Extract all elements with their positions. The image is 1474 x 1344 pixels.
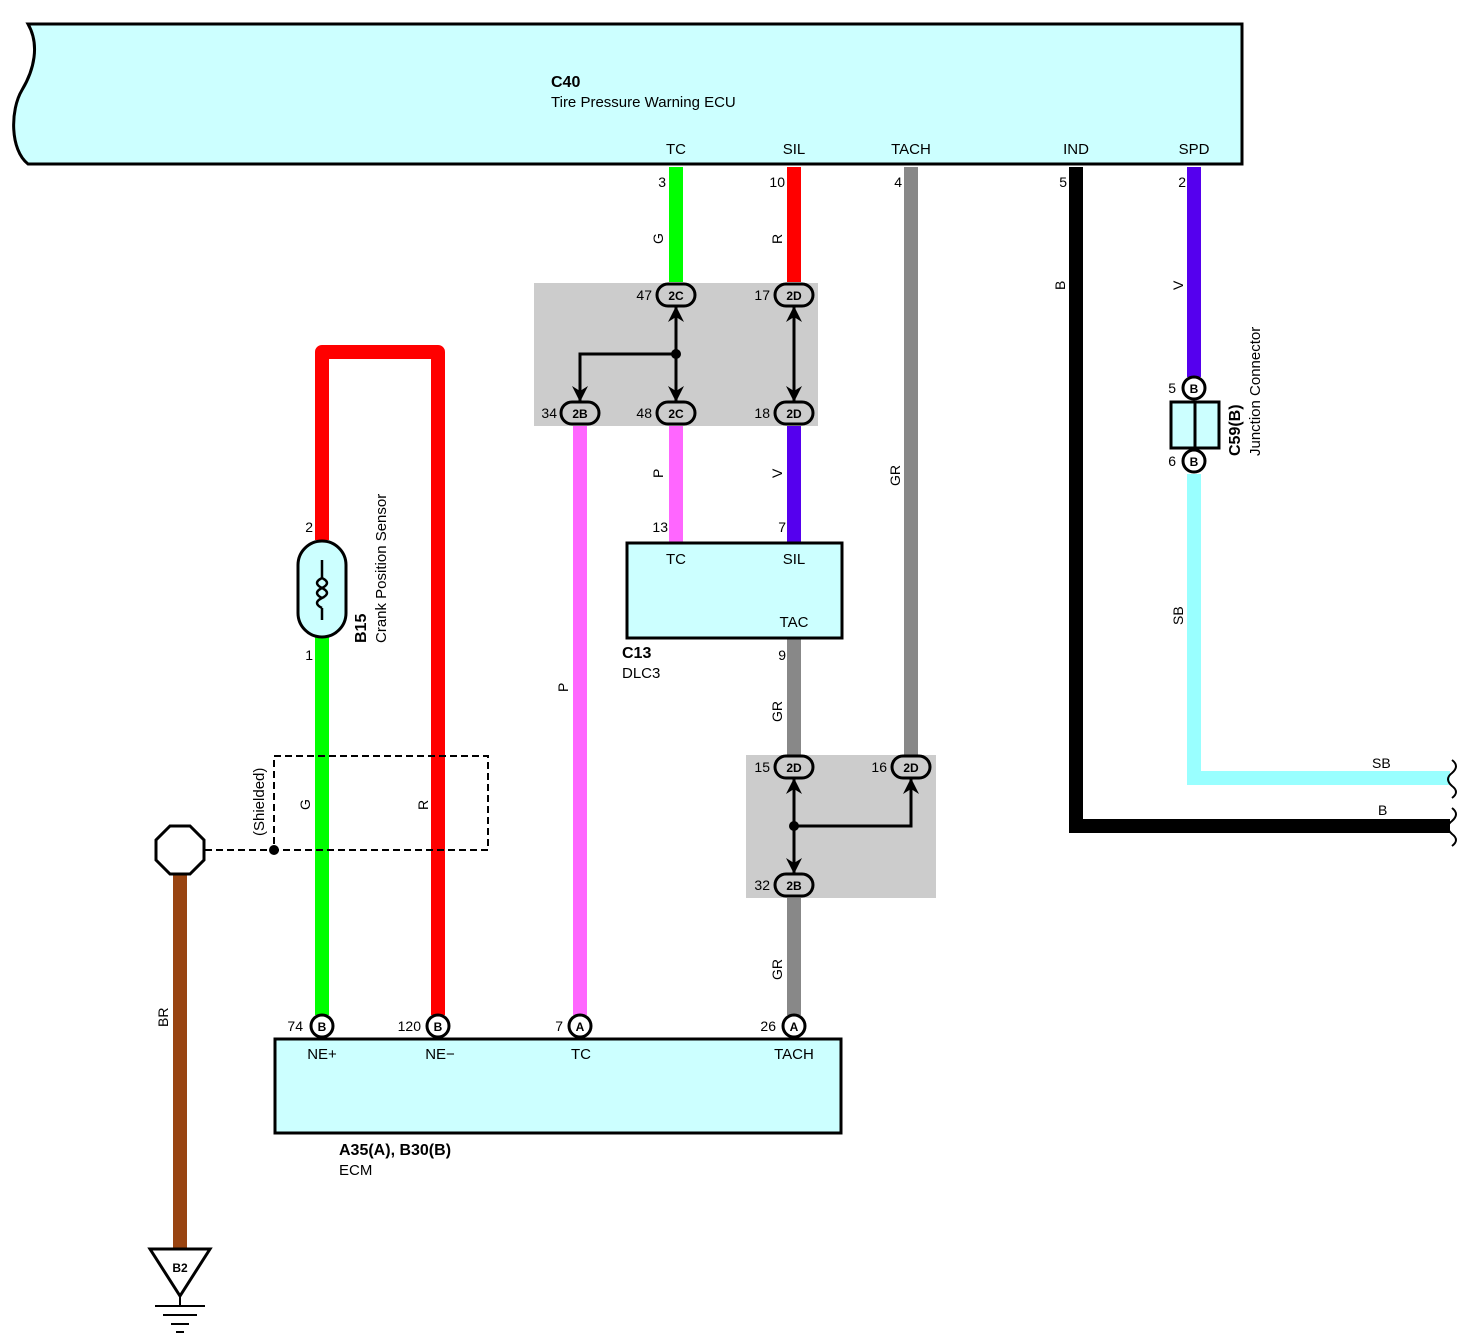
svg-text:17: 17 (754, 287, 770, 303)
wl-ecu-ind: B (1052, 281, 1068, 290)
dlc-name: DLC3 (622, 665, 660, 682)
wire-sensor-r (315, 345, 445, 1015)
wl-sensor-r: R (415, 800, 431, 810)
svg-text:48: 48 (636, 405, 652, 421)
dlc-terminal-tc: TC (666, 551, 686, 568)
svg-text:2D: 2D (786, 289, 802, 303)
wl-jc-sb: SB (1170, 606, 1186, 625)
wl-ecu-sil: R (769, 234, 785, 244)
continuation-break-sb (1447, 759, 1457, 799)
wire-ecu-ind (1069, 167, 1450, 833)
wl-ground-br: BR (155, 1008, 171, 1027)
wl-ecm-tach: GR (769, 959, 785, 980)
jb2-connector-16: 2D 16 (871, 754, 932, 780)
sensor-coil-icon (315, 560, 329, 620)
wl-ecu-spd: V (1170, 280, 1186, 290)
shield-junction-dot (269, 845, 279, 855)
svg-text:34: 34 (541, 405, 557, 421)
ecm-box (273, 1037, 843, 1135)
wl-ecu-tc: G (650, 233, 666, 244)
ecm-code: A35(A), B30(B) (339, 1142, 451, 1159)
dlc-pin-sil: 7 (778, 519, 786, 535)
svg-text:2C: 2C (668, 289, 684, 303)
shield-label: (Shielded) (251, 768, 268, 836)
ecm-conn-tach: A (790, 1020, 799, 1034)
ground-code: B2 (172, 1261, 188, 1275)
ecu-terminal-ind: IND (1063, 141, 1089, 158)
ecm-pin-ne-minus: 120 (398, 1018, 422, 1034)
jb1-connector-18: 2D 18 (754, 400, 815, 426)
ecu-box (12, 22, 1244, 166)
dlc-box (625, 541, 844, 640)
wl-dlc-tc: P (650, 469, 666, 478)
svg-text:18: 18 (754, 405, 770, 421)
ecu-terminal-tach: TACH (891, 141, 931, 158)
svg-text:47: 47 (636, 287, 652, 303)
wl-ecu-tach: GR (887, 465, 903, 486)
svg-text:2D: 2D (903, 761, 919, 775)
sensor-code: B15 (353, 614, 370, 643)
wl-sensor-g: G (297, 799, 313, 810)
ecm-pin-tach: 26 (760, 1018, 776, 1034)
jc-code: C59(B) (1227, 404, 1244, 456)
ecu-pin-sil: 10 (769, 174, 785, 190)
svg-text:32: 32 (754, 877, 770, 893)
ecu-pin-spd: 2 (1178, 174, 1186, 190)
dlc-pin-tc: 13 (652, 519, 668, 535)
jb1-connector-48: 2C 48 (636, 400, 697, 426)
ecm-conn-tc: A (576, 1020, 585, 1034)
ecm-terminal-ne-minus: NE− (425, 1046, 455, 1063)
svg-text:2B: 2B (572, 407, 588, 421)
ecm-pin-ne-plus: 74 (287, 1018, 303, 1034)
ecu-pin-ind: 5 (1059, 174, 1067, 190)
dlc-terminal-tac: TAC (780, 614, 809, 631)
sensor-name: Crank Position Sensor (373, 494, 390, 643)
jb2-connector-32: 2B 32 (754, 872, 815, 898)
svg-text:15: 15 (754, 759, 770, 775)
jc-tag-bottom: B (1190, 455, 1199, 469)
jb2-connector-15: 2D 15 (754, 754, 815, 780)
dlc-code: C13 (622, 645, 651, 662)
sensor-pin-bottom: 1 (305, 647, 313, 663)
sensor-pin-top: 2 (305, 519, 313, 535)
wl-right-b: B (1378, 802, 1387, 818)
jb1-connector-17: 2D 17 (754, 282, 815, 308)
jc-pin-top: 5 (1168, 380, 1176, 396)
ecm-conn-ne-minus: B (434, 1020, 443, 1034)
ecm-pin-tc: 7 (555, 1018, 563, 1034)
wl-dlc-sil: V (769, 468, 785, 478)
jc-tag-top: B (1190, 382, 1199, 396)
ground-triangle-icon (147, 1247, 213, 1299)
ecm-terminal-ne-plus: NE+ (307, 1046, 337, 1063)
wl-right-sb: SB (1372, 755, 1391, 771)
ecu-name: Tire Pressure Warning ECU (551, 94, 736, 111)
ecu-code: C40 (551, 74, 580, 91)
jc-pin-bottom: 6 (1168, 453, 1176, 469)
ecu-terminal-tc: TC (666, 141, 686, 158)
dlc-pin-tac: 9 (778, 647, 786, 663)
ecm-terminal-tach: TACH (774, 1046, 814, 1063)
ecm-name: ECM (339, 1162, 372, 1179)
svg-text:2D: 2D (786, 407, 802, 421)
jc-name: Junction Connector (1247, 327, 1264, 456)
svg-text:16: 16 (871, 759, 887, 775)
jb1-connector-34: 2B 34 (541, 400, 601, 426)
jb1-connector-47: 2C 47 (636, 282, 697, 308)
dlc-terminal-sil: SIL (783, 551, 806, 568)
continuation-break-b (1447, 807, 1457, 847)
ecu-pin-tach: 4 (894, 174, 902, 190)
ecm-terminal-tc: TC (571, 1046, 591, 1063)
ecu-pin-tc: 3 (658, 174, 666, 190)
ecu-terminal-sil: SIL (783, 141, 806, 158)
wire-sb (1187, 474, 1450, 785)
svg-text:2B: 2B (786, 879, 802, 893)
svg-text:2D: 2D (786, 761, 802, 775)
wl-dlc-tac: GR (769, 701, 785, 722)
shield-ground-icon (154, 824, 206, 876)
wl-ecm-tc: P (555, 683, 571, 692)
ecu-terminal-spd: SPD (1179, 141, 1210, 158)
svg-text:2C: 2C (668, 407, 684, 421)
ecm-conn-ne-plus: B (318, 1020, 327, 1034)
